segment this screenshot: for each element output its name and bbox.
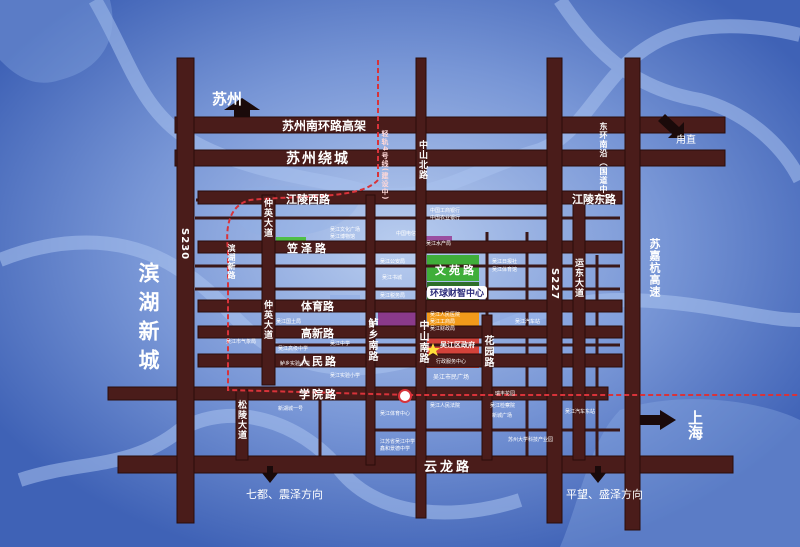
direction-southwest: 七都、震泽方向 [246, 488, 323, 501]
poi: 吴江人民医院 [430, 312, 461, 318]
label-yundong: 运东大道 [573, 258, 583, 298]
direction-luzhi: 甪直 [676, 135, 696, 146]
direction-southeast: 平望、盛泽方向 [566, 488, 643, 501]
arrow-se [590, 466, 606, 483]
metro-line-4 [226, 60, 800, 396]
road-gaoxin [197, 325, 623, 339]
poi: 吴江高级中学 [278, 346, 309, 352]
block-green-wenyuan [427, 255, 479, 281]
project-badge[interactable]: 环球财智中心 [427, 286, 488, 299]
poi: 吴江检察院 [490, 403, 516, 409]
label-wenyuan: 文苑路 [435, 264, 477, 277]
label-gaoxin: 高新路 [301, 327, 334, 340]
poi: 吴江日报社 [492, 259, 518, 265]
poi: 吴江博物馆 [330, 234, 356, 240]
label-zhongshan-north: 中山北路 [417, 140, 427, 180]
label-huayuan: 花园路 [482, 335, 493, 368]
poi: 吴江人民法院 [430, 403, 461, 409]
road-sujiahang [624, 57, 641, 531]
road-tiyu [197, 299, 623, 313]
road-yundong [572, 194, 586, 461]
label-zhongying-2: 仲英大道 [262, 300, 272, 340]
road-huayuan [481, 314, 493, 461]
road-south-ring [174, 116, 726, 134]
arrow-north [224, 98, 260, 117]
main-roads [107, 57, 734, 531]
poi: 瑞丰花园 [495, 391, 516, 397]
arrow-ne [658, 114, 684, 138]
poi: 吴江市气象局 [226, 339, 257, 345]
poi: 吴江公安局 [380, 259, 406, 265]
poi: 吴江文化广场 [330, 227, 361, 233]
poi: 中国工商银行 [430, 208, 461, 214]
poi: 中国电信 [396, 231, 417, 237]
label-renmin: 人民路 [299, 355, 338, 368]
poi: 苏州大学科技产业园 [508, 437, 554, 443]
gov-star [426, 343, 440, 356]
arrow-east [640, 410, 676, 430]
label-xueyuan: 学院路 [299, 388, 338, 401]
poi: 吴江税务局 [380, 293, 406, 299]
poi: 鲈乡实验小学 [280, 361, 311, 367]
market-label: 吴江市民广场 [433, 374, 470, 381]
direction-shanghai: 上海 [686, 410, 704, 440]
poi: 行政服务中心 [436, 359, 467, 365]
poi: 新城广场 [492, 413, 513, 419]
label-south-ring: 苏州南环路高架 [282, 119, 367, 133]
district-binhu: 滨湖新城 [136, 262, 160, 378]
road-lize [197, 240, 623, 254]
poi: 鑫和景德中学 [380, 446, 411, 452]
road-luxiang [365, 194, 376, 466]
arrows [224, 98, 684, 483]
poi: 吴江实验小学 [330, 373, 361, 379]
road-s227 [546, 57, 563, 524]
label-jiangling-west: 江陵西路 [286, 193, 330, 206]
label-zhongying-1: 仲英大道 [262, 198, 272, 238]
poi: 新湖城一号 [278, 406, 304, 412]
metro-station [398, 389, 412, 403]
poi: 中国农业银行 [430, 215, 461, 221]
road-zhongshan [415, 57, 427, 519]
gov-label: 吴江区政府 [440, 341, 475, 349]
label-lize: 笠泽路 [287, 242, 329, 255]
direction-suzhou: 苏州 [212, 90, 243, 108]
label-songling: 松陵大道 [236, 400, 246, 440]
poi: 吴江汽车东站 [565, 409, 596, 415]
poi: 吴江中学 [330, 341, 351, 347]
label-tiyu: 体育路 [301, 300, 334, 313]
poi: 吴江汽车站 [515, 319, 541, 325]
label-luxiang-south: 鲈乡南路 [366, 318, 377, 362]
label-jiangling-east: 江陵东路 [572, 193, 616, 206]
poi: 吴江工商局 [430, 319, 456, 325]
label-yunlong: 云龙路 [424, 460, 473, 475]
road-zhongying [261, 194, 276, 386]
poi: 吴江水产局 [426, 241, 452, 247]
road-suzhou-ring [174, 149, 726, 167]
road-s230 [176, 57, 195, 524]
label-s227: S227 [549, 268, 560, 301]
label-binhu-road: 滨湖新路 [227, 244, 236, 280]
label-donghuan: 东环南沿（国道中） [599, 122, 608, 203]
label-s230: S230 [179, 228, 190, 261]
poi: 吴江体育馆 [492, 267, 518, 273]
poi: 吴江国土局 [276, 319, 302, 325]
arrow-sw [262, 466, 278, 483]
poi: 吴江体育中心 [380, 411, 411, 417]
label-suzhou-ring: 苏州绕城 [286, 151, 350, 167]
poi: 江苏省吴江中学 [380, 439, 416, 445]
label-metro: 轻轨4号线(建设中) [381, 130, 389, 201]
label-zhongshan-south: 中山南路 [417, 320, 428, 364]
label-sujiahang: 苏嘉杭高速 [648, 238, 661, 298]
road-renmin [197, 353, 623, 368]
poi: 吴江财政局 [430, 326, 456, 332]
road-jiangling [197, 190, 623, 205]
poi: 吴江书城 [382, 275, 403, 281]
